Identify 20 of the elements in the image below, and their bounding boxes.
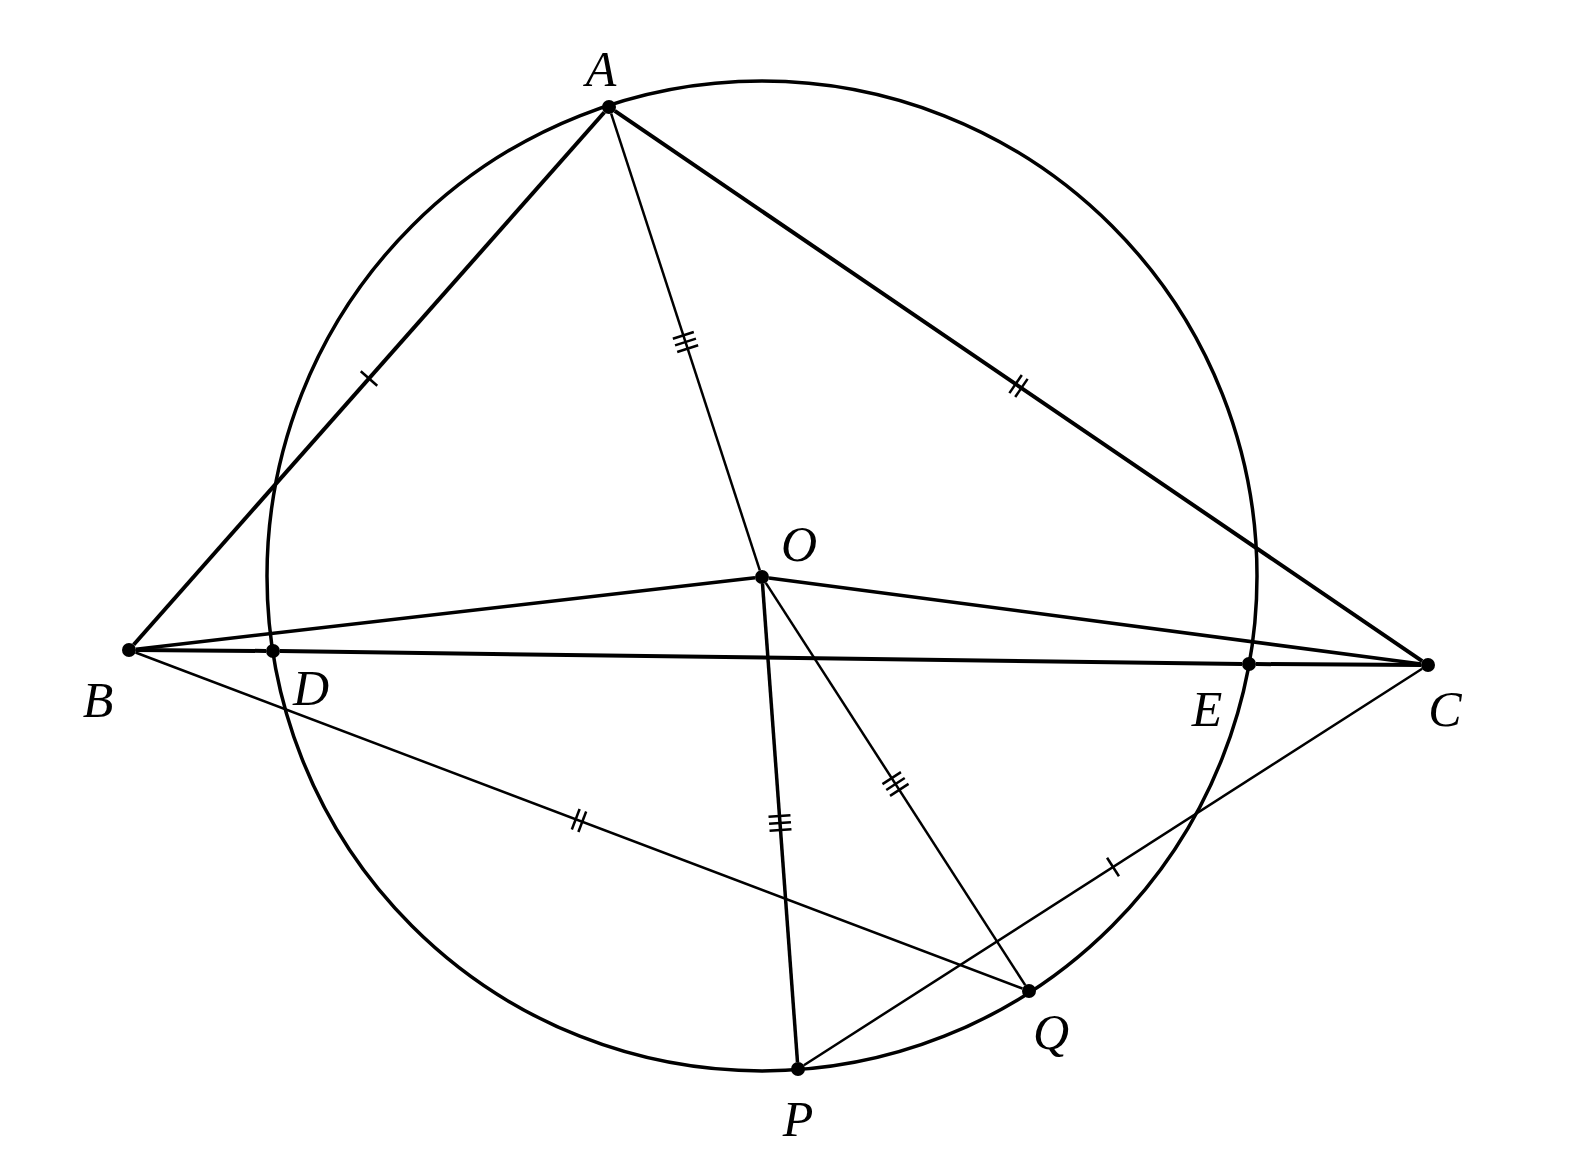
point-label: C	[1428, 684, 1462, 734]
line-segment	[803, 667, 1423, 1067]
point-label: O	[780, 519, 818, 569]
line-segment	[613, 109, 1424, 663]
line-segment	[135, 651, 1023, 990]
point-label: B	[82, 675, 114, 725]
line-segment	[610, 113, 761, 571]
line-segment	[132, 110, 606, 647]
line-segment	[768, 576, 1422, 666]
line-segment	[760, 583, 800, 1063]
point-label: Q	[1032, 1007, 1070, 1057]
line-segment	[279, 649, 1243, 666]
point-label: D	[292, 663, 330, 713]
point-label: A	[585, 44, 617, 94]
point-label: P	[782, 1094, 814, 1144]
line-segment	[764, 582, 1027, 986]
line-segment	[136, 648, 266, 653]
line-segment	[1256, 662, 1421, 667]
line-segment	[135, 576, 756, 651]
point-label: E	[1191, 684, 1223, 734]
